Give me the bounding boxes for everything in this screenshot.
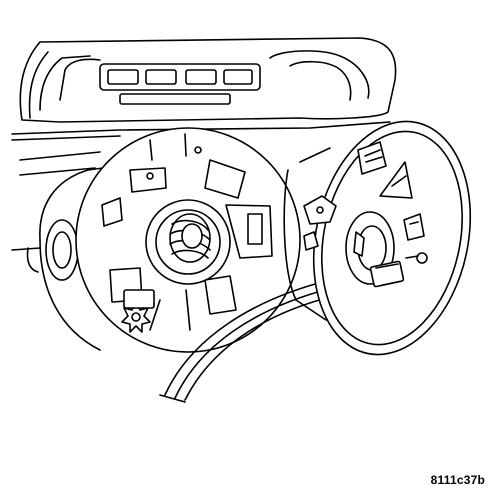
- column-shroud: [12, 152, 118, 350]
- instrument-panel: [12, 38, 396, 140]
- gear-icon: [122, 290, 154, 332]
- clockspring-assembly: [284, 107, 491, 369]
- warning-label-icon: [380, 162, 412, 198]
- figure-reference-code: 8111c37b: [430, 473, 485, 487]
- steering-shaft-coil: [146, 200, 230, 284]
